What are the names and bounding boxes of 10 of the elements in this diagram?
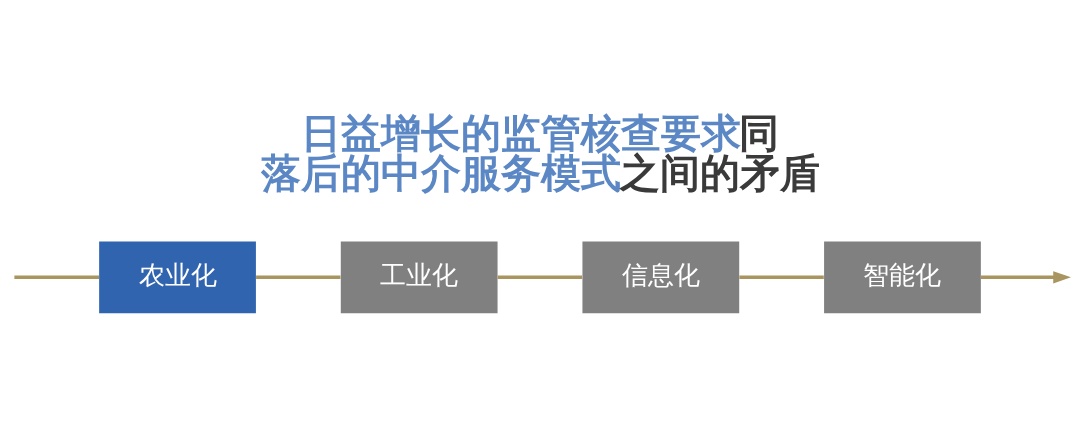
diagram-title: 日益增长的监管核查要求同落后的中介服务模式之间的矛盾 <box>261 110 820 197</box>
connector <box>256 275 341 280</box>
connector <box>497 275 583 280</box>
node-box: 农业化 <box>99 241 256 314</box>
node-box: 智能化 <box>824 241 981 314</box>
node-box: 信息化 <box>582 241 740 314</box>
connector <box>739 275 824 280</box>
connector <box>14 275 100 280</box>
node-box: 工业化 <box>340 241 498 314</box>
arrow <box>980 271 1071 284</box>
